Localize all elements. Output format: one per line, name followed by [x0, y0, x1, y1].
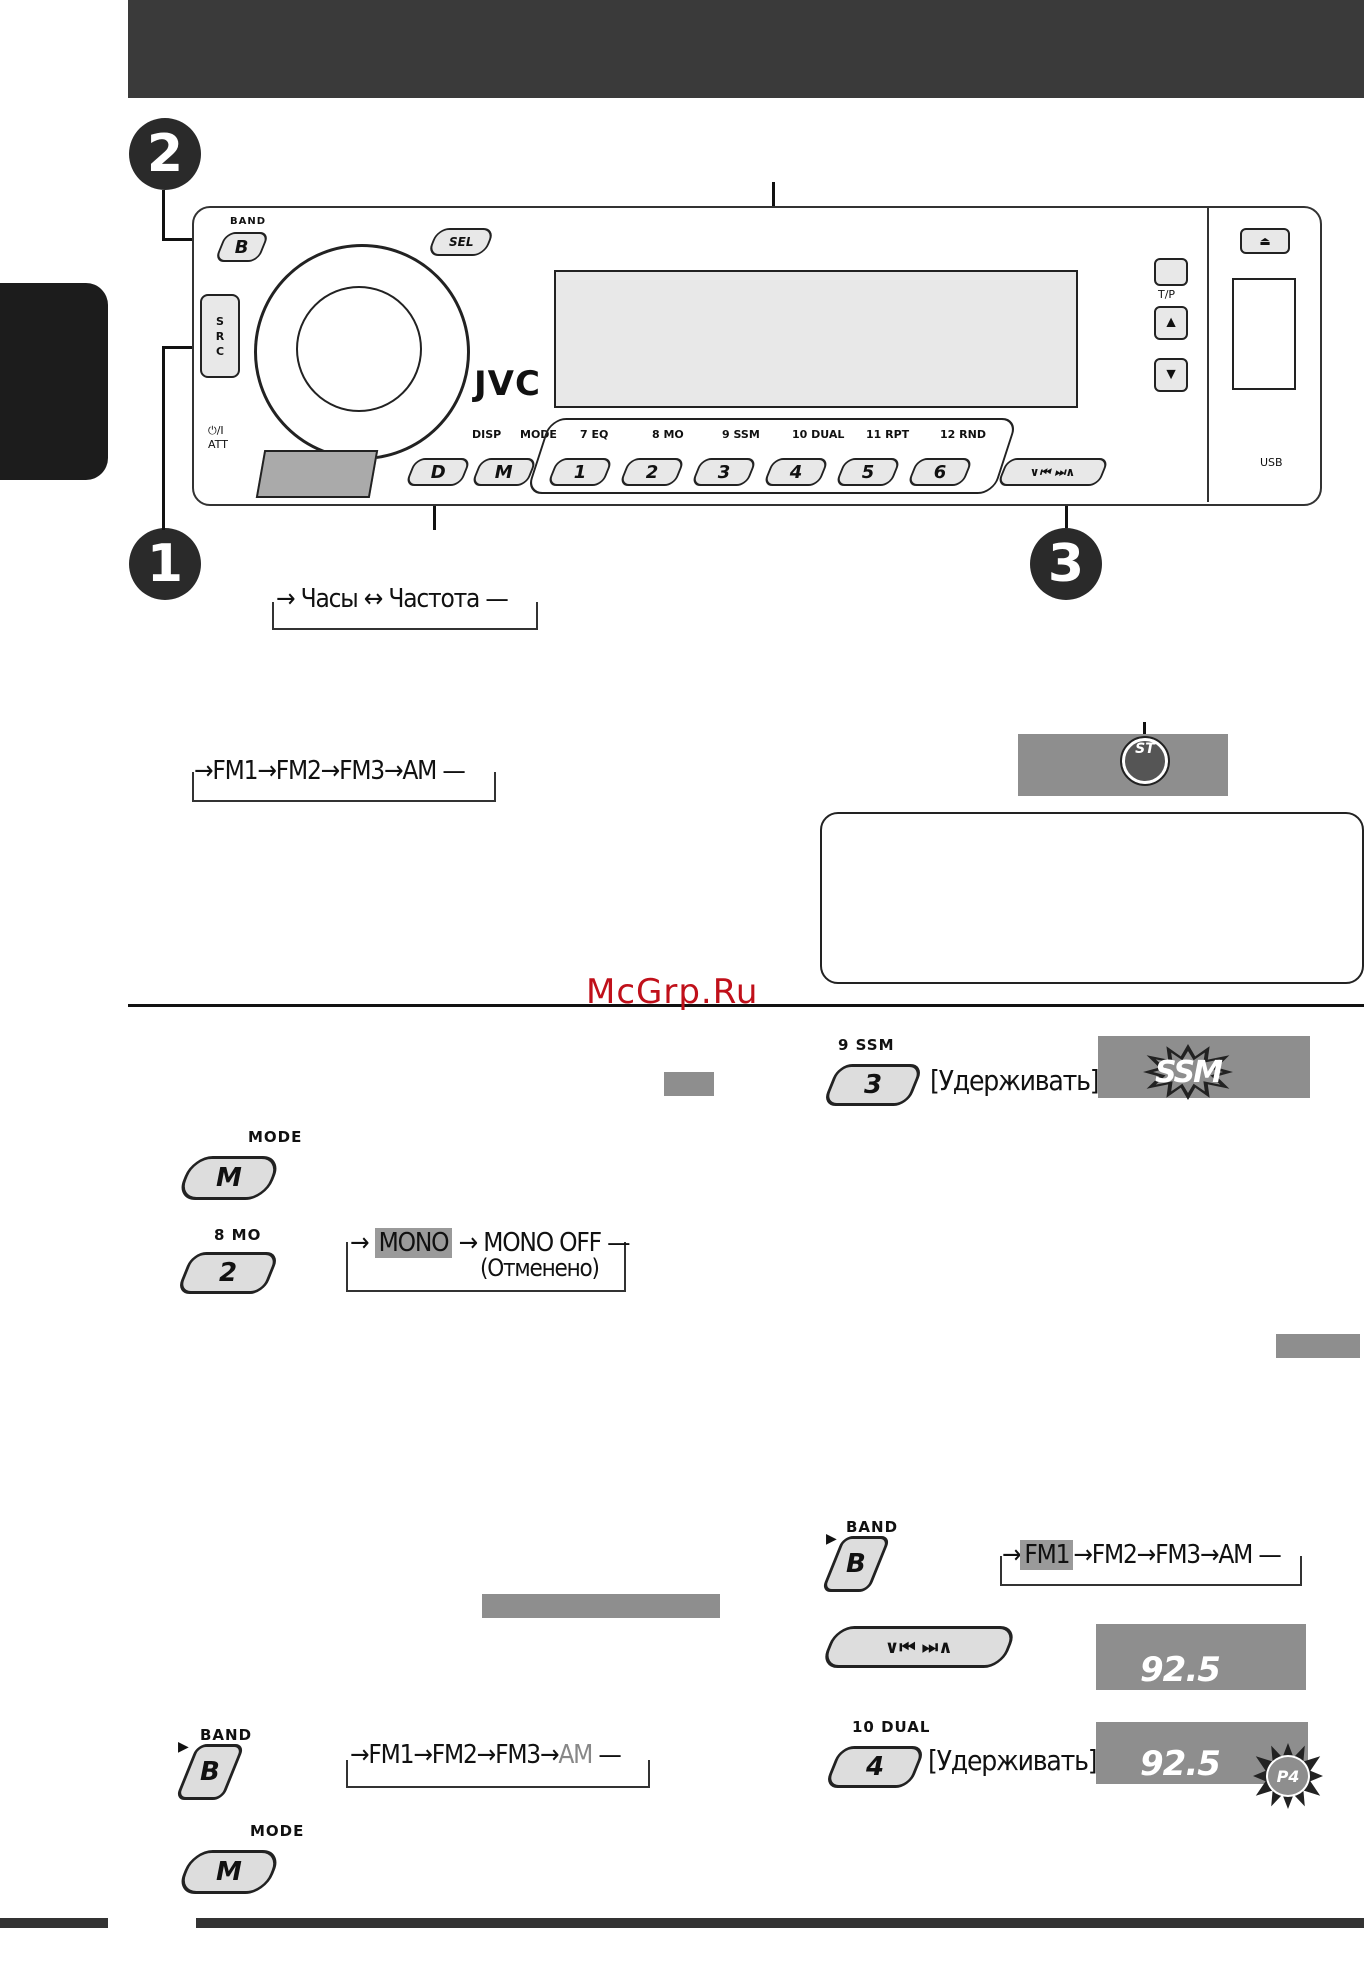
leader-line — [162, 238, 212, 241]
mono-option: MONO — [374, 1228, 453, 1258]
mode-key[interactable]: M — [175, 1850, 283, 1894]
up-button[interactable]: ▲ — [1154, 306, 1188, 340]
tp-button[interactable] — [1154, 258, 1188, 286]
cycle-frequency: Частота — [388, 584, 480, 614]
info-box — [820, 812, 1364, 984]
step-1-marker: 1 — [129, 528, 201, 600]
mono-cycle: → MONO → MONO OFF — — [350, 1228, 630, 1258]
band-cycle: →FM1→FM2→FM3→AM — — [194, 756, 466, 786]
mode-label: MODE — [248, 1128, 303, 1146]
disp-label: DISP — [472, 428, 502, 441]
usb-port[interactable] — [1232, 278, 1296, 390]
mode-label: MODE — [520, 428, 557, 441]
band-cycle: →FM1→FM2→FM3→AM — — [350, 1740, 622, 1770]
frequency-value: 92.5 — [1140, 1650, 1221, 1690]
seek-control[interactable]: ∨⏮ ⏭∧ — [996, 458, 1110, 486]
preset-number-badge: P4 — [1250, 1740, 1326, 1812]
cycle-bracket — [272, 602, 538, 630]
detach-button[interactable] — [255, 450, 379, 498]
lcd-display — [554, 270, 1078, 408]
down-button[interactable]: ▼ — [1154, 358, 1188, 392]
band-label: BAND — [200, 1726, 253, 1744]
stereo-faceplate: BAND B S R C ⏻/I ATT SEL JVC DISP MODE D… — [192, 206, 1322, 506]
mode-label: MODE — [250, 1822, 305, 1840]
st-indicator: ST — [1120, 736, 1170, 786]
mono-off-option: MONO OFF — [483, 1228, 602, 1258]
ssm-indicator: SSM — [1140, 1040, 1236, 1104]
ssm-label: 9 SSM — [838, 1036, 895, 1054]
preset-2-key[interactable]: 2 — [175, 1252, 281, 1294]
knob-center — [296, 286, 422, 412]
band-label: BAND — [230, 216, 267, 227]
frequency-value: 92.5 — [1140, 1744, 1221, 1784]
band-label: BAND — [846, 1518, 899, 1536]
leader-line — [433, 492, 436, 530]
arrow-icon: ▶ — [178, 1738, 189, 1754]
band-cycle: →FM1→FM2→FM3→AM — — [1002, 1540, 1282, 1570]
preset-label: 10 DUAL — [792, 428, 845, 441]
cycle-bracket — [346, 1242, 626, 1292]
canceled-note: (Отменено) — [480, 1254, 600, 1282]
section-tab — [0, 283, 108, 480]
leader-line — [162, 190, 165, 240]
hold-instruction: [Удерживать] — [928, 1744, 1098, 1777]
section-divider — [128, 1004, 1364, 1007]
leader-line — [162, 346, 212, 349]
arrow-icon: ▶ — [826, 1530, 837, 1546]
cycle-clock: Часы — [300, 584, 359, 614]
step-2-marker: 2 — [129, 118, 201, 190]
footer-bar — [0, 1918, 108, 1928]
dual-label: 10 DUAL — [852, 1718, 931, 1736]
mode-key[interactable]: M — [175, 1156, 283, 1200]
seek-key[interactable]: ∨⏮ ⏭∧ — [819, 1626, 1019, 1668]
gray-marker — [1276, 1334, 1360, 1358]
cycle-bracket — [1000, 1556, 1302, 1586]
preset-label: 9 SSM — [722, 428, 760, 441]
footer-bar — [196, 1918, 1364, 1928]
header-bar — [128, 0, 1364, 98]
leader-line — [1065, 492, 1068, 528]
att-label: ⏻/I ATT — [208, 424, 228, 451]
tp-label: T/P — [1158, 288, 1176, 301]
gray-marker — [664, 1072, 714, 1096]
cycle-bracket — [346, 1760, 650, 1788]
preset-label: 11 RPT — [866, 428, 910, 441]
preset-4-key[interactable]: 4 — [823, 1746, 927, 1788]
preset-3-key[interactable]: 3 — [821, 1064, 925, 1106]
usb-label: USB — [1260, 456, 1283, 469]
src-button[interactable]: S R C — [200, 294, 240, 378]
preset-label: 7 EQ — [580, 428, 609, 441]
gray-marker — [482, 1594, 720, 1618]
watermark: McGrp.Ru — [586, 972, 759, 1012]
mo-label: 8 MO — [214, 1226, 262, 1244]
brand-logo: JVC — [474, 364, 541, 404]
step-3-marker: 3 — [1030, 528, 1102, 600]
eject-button[interactable]: ⏏ — [1240, 228, 1290, 254]
hold-instruction: [Удерживать] — [930, 1064, 1100, 1097]
leader-line — [162, 346, 165, 530]
preset-label: 12 RND — [940, 428, 986, 441]
frequency-display: 92.5 — [1096, 1624, 1306, 1690]
cycle-bracket — [192, 772, 496, 802]
clock-cycle: → Часы ↔ Частота — — [276, 584, 509, 614]
preset-label: 8 MO — [652, 428, 684, 441]
